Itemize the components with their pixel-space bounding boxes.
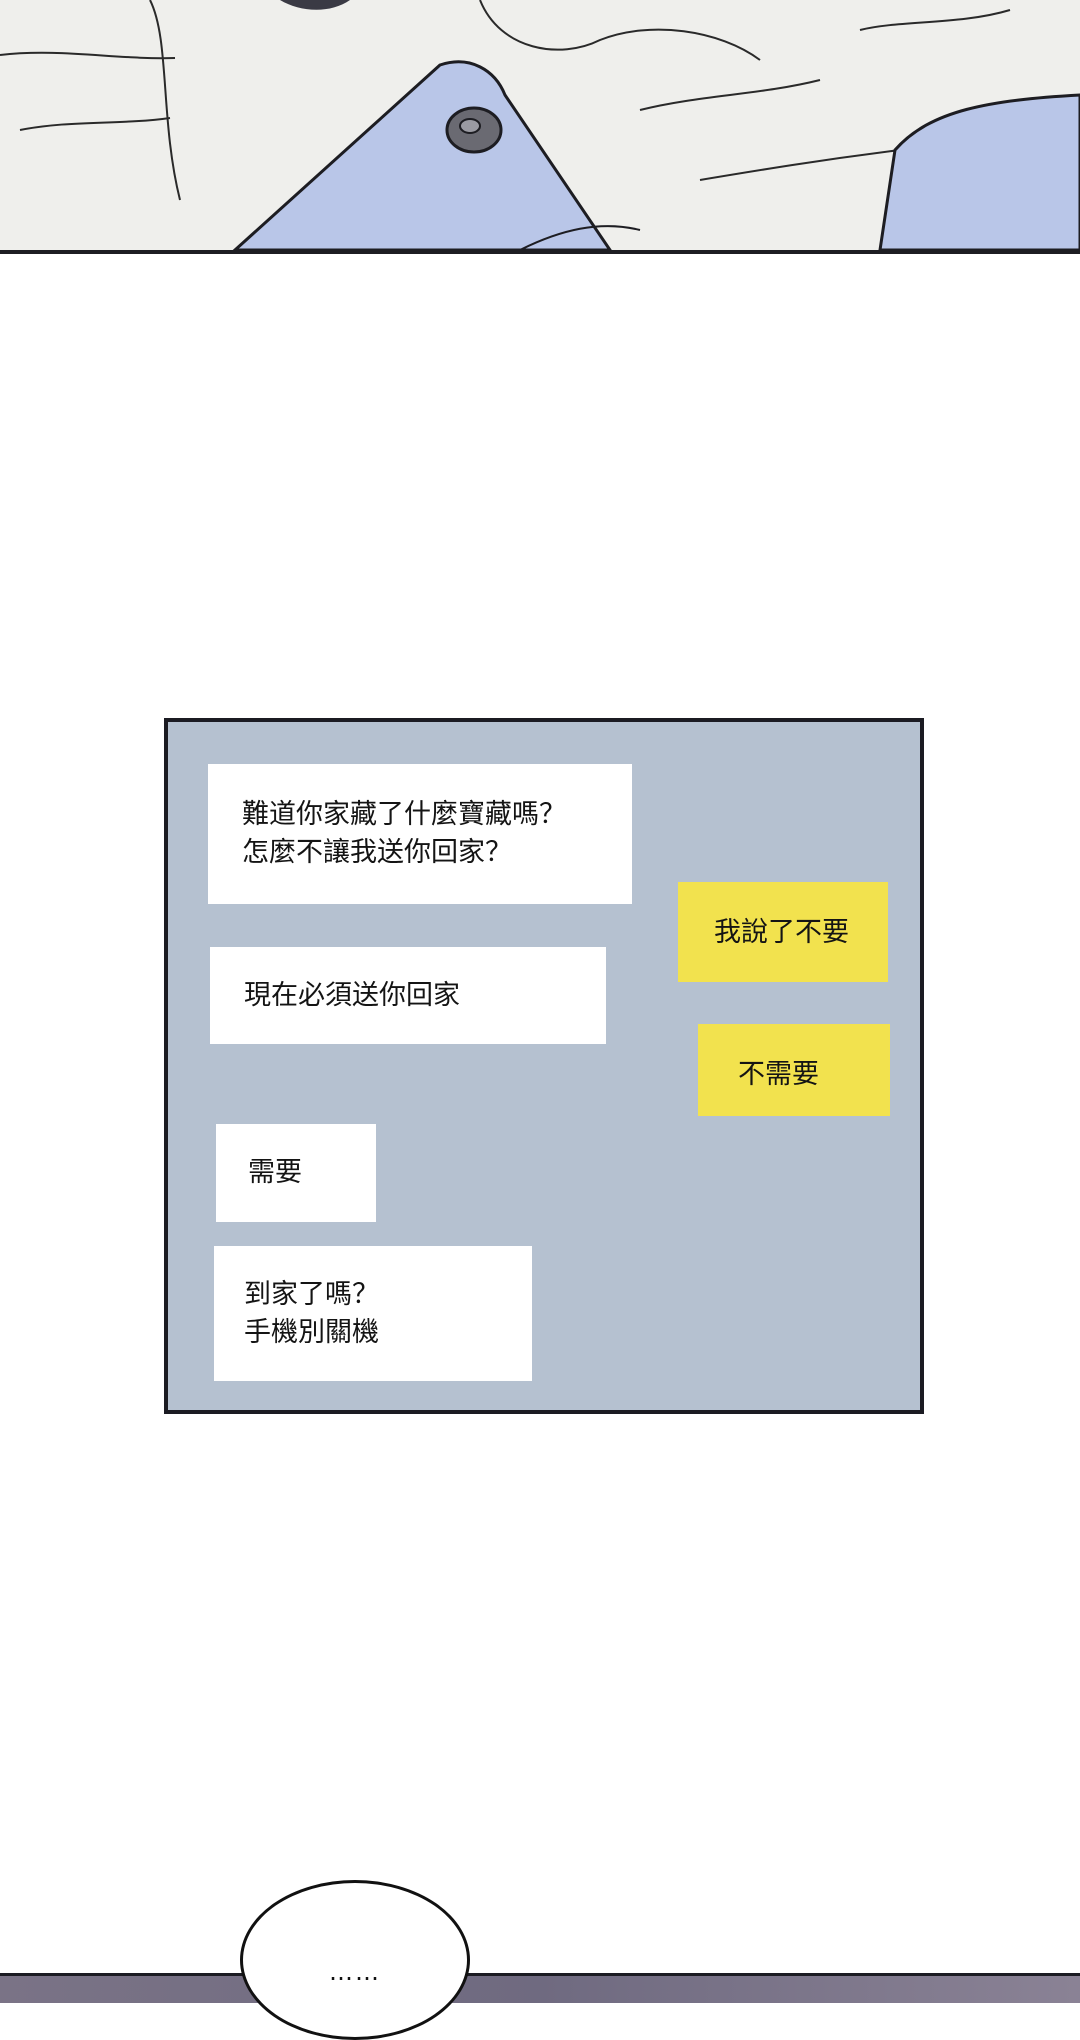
chat-panel: 難道你家藏了什麼寶藏嗎？ 怎麼不讓我送你回家？ 我說了不要 現在必須送你回家 不… bbox=[164, 718, 924, 1414]
message-bubble-outgoing: 不需要 bbox=[698, 1024, 890, 1116]
message-bubble-incoming: 到家了嗎？ 手機別關機 bbox=[214, 1246, 532, 1381]
message-bubble-outgoing: 我說了不要 bbox=[678, 882, 888, 982]
message-bubble-incoming: 需要 bbox=[216, 1124, 376, 1222]
bottom-illustration-strip bbox=[0, 1973, 1080, 2003]
message-bubble-incoming: 現在必須送你回家 bbox=[210, 947, 606, 1044]
message-bubble-incoming: 難道你家藏了什麼寶藏嗎？ 怎麼不讓我送你回家？ bbox=[208, 764, 632, 904]
top-illustration-panel bbox=[0, 0, 1080, 254]
shirt-button-illustration bbox=[0, 0, 1080, 250]
speech-bubble-text: …… bbox=[329, 1958, 381, 1986]
